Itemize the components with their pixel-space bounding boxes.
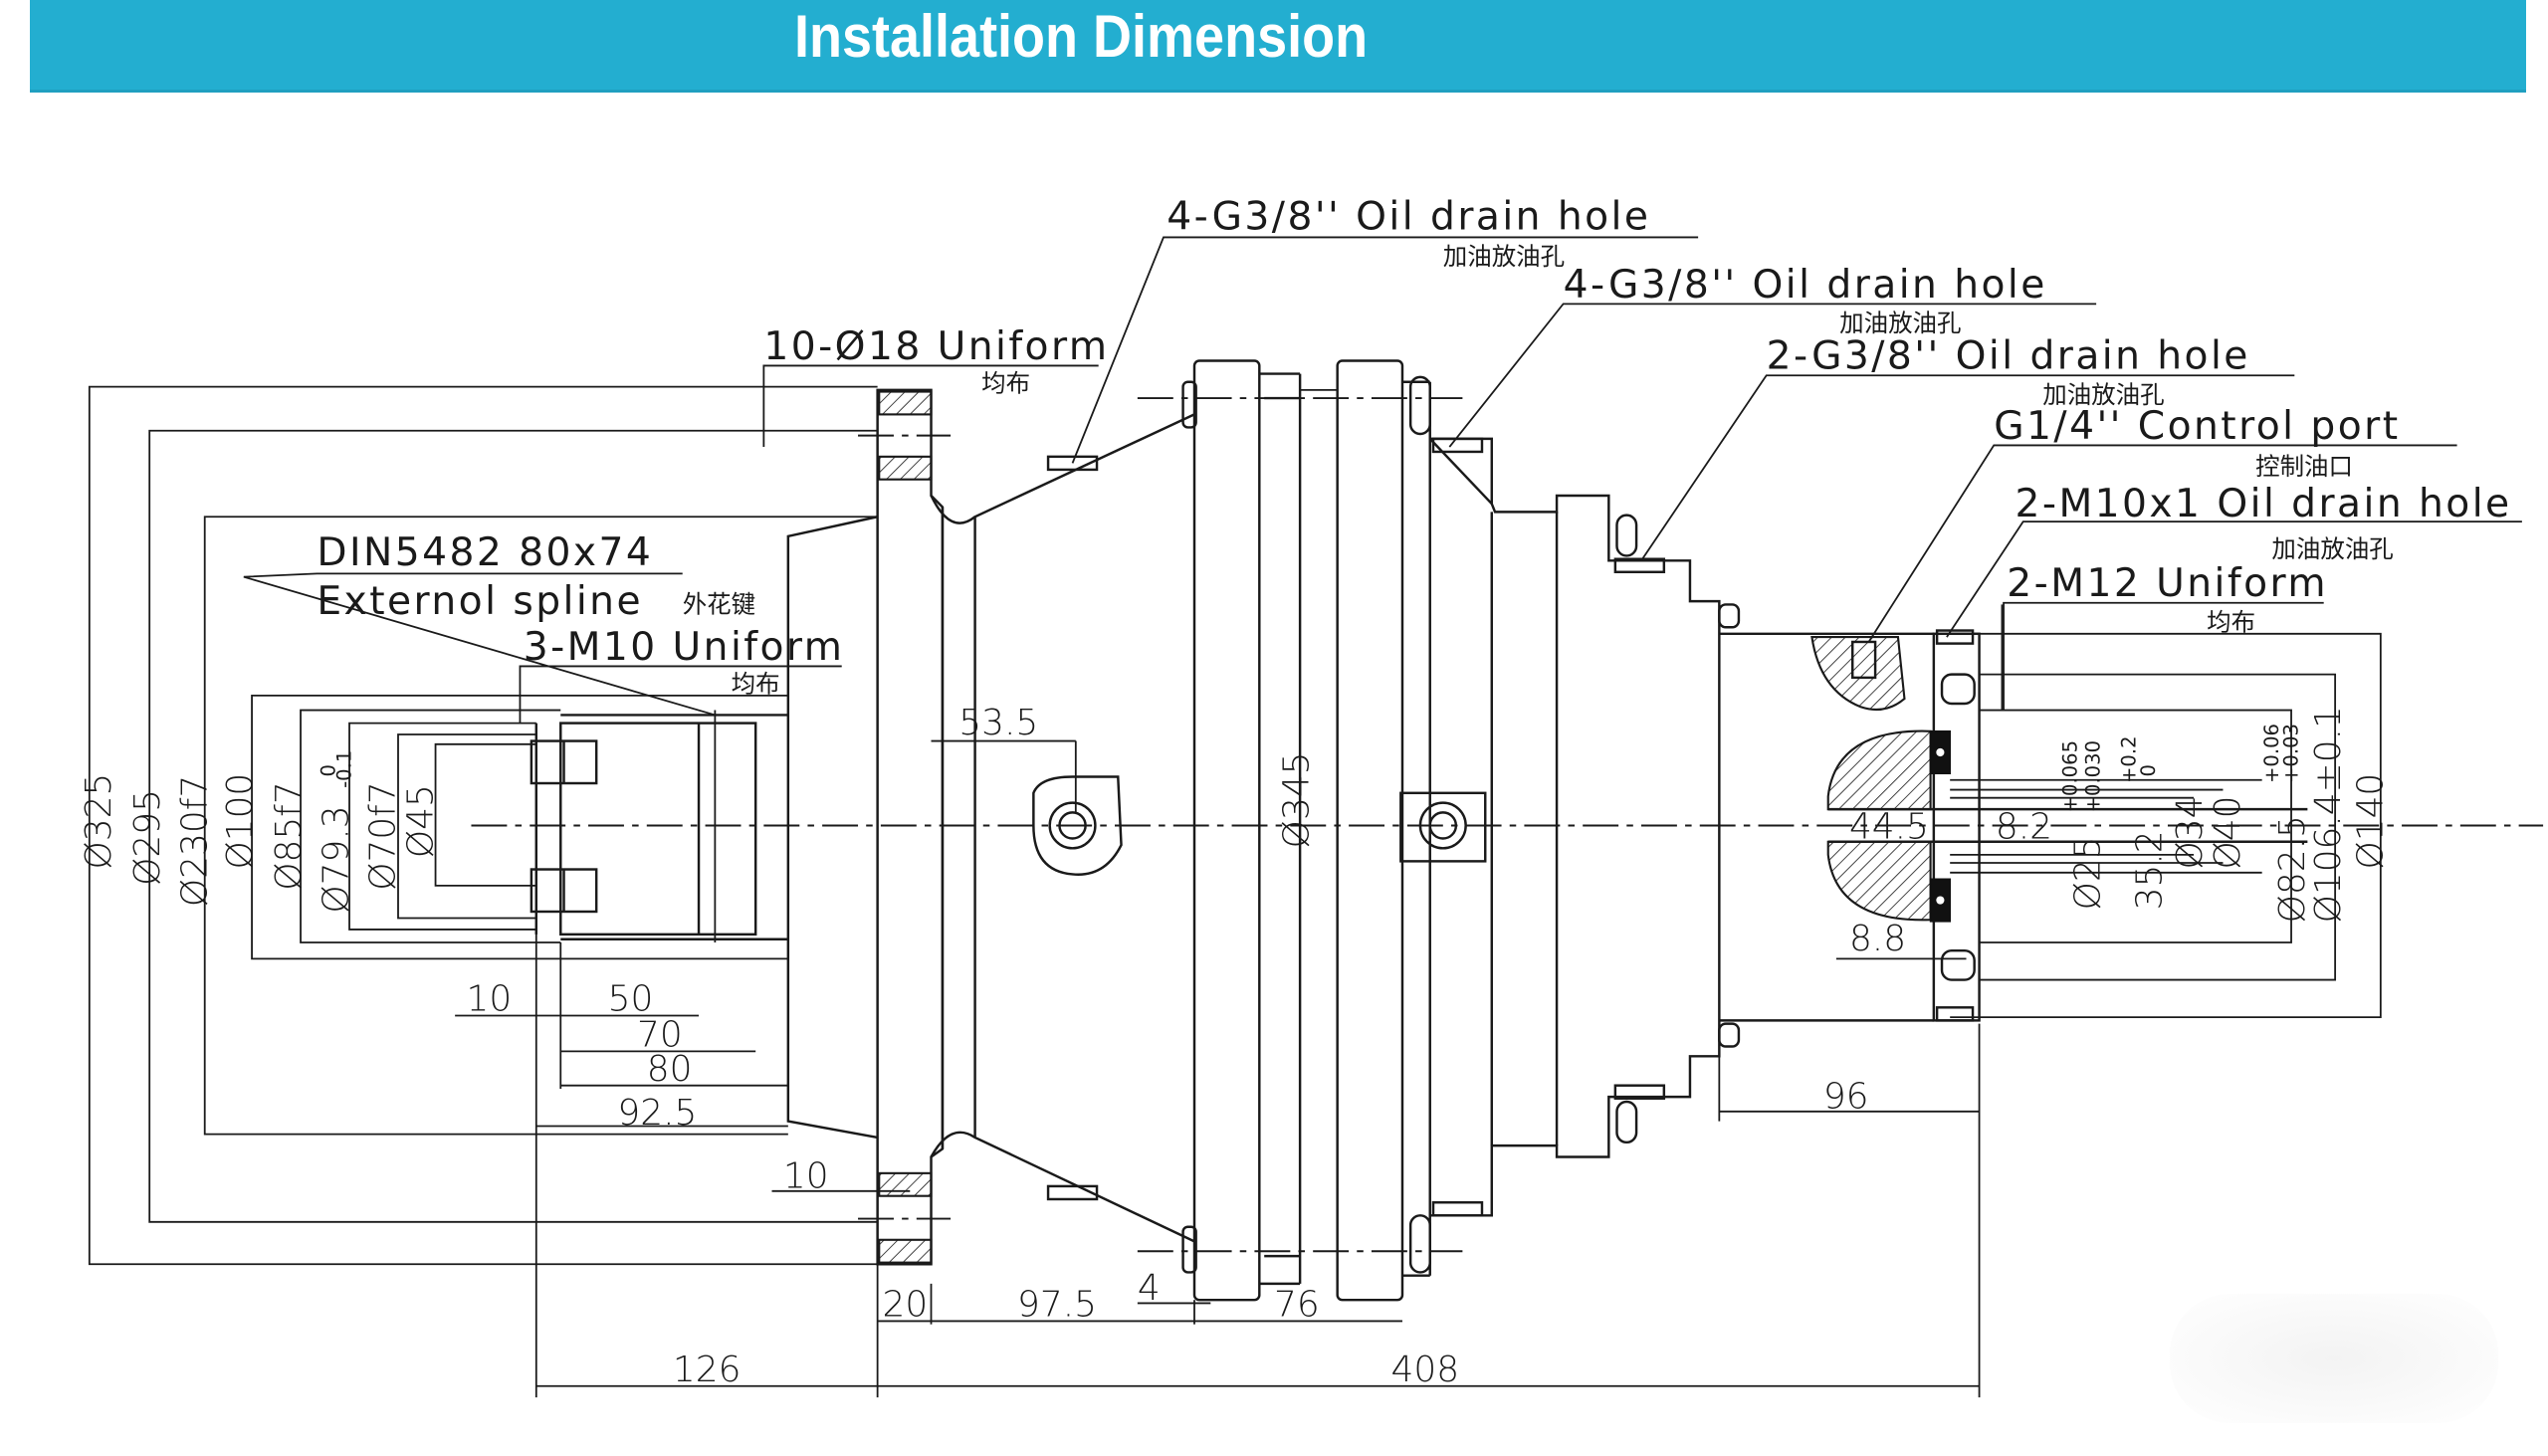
callout-m10-uniform: 3-M10 Uniform <box>524 625 845 670</box>
spline-spec-line1: DIN5482 80x74 <box>317 530 653 575</box>
callout-flange-holes: 10-Ø18 Uniform <box>763 324 1109 369</box>
leader-lines <box>243 236 2522 724</box>
dim-8-8: 8.8 <box>1849 919 1906 959</box>
mounting-flange <box>858 388 1195 1266</box>
dim-d79-3-tol-upper: 0 <box>317 764 339 776</box>
spline-spec-cn: 外花键 <box>683 590 755 619</box>
dim-53-5: 53.5 <box>958 703 1038 743</box>
dim-96: 96 <box>1823 1077 1869 1118</box>
dim-d25: Ø25 <box>2067 836 2108 910</box>
dim-d82-5-tol-lower: +0.03 <box>2280 724 2303 783</box>
dim-4: 4 <box>1138 1268 1161 1309</box>
callout-flange-holes-cn: 均布 <box>981 369 1030 398</box>
callout-drain-hole-3: 2-G3/8'' Oil drain hole <box>1767 334 2250 379</box>
callout-m12-uniform: 2-M12 Uniform <box>2007 561 2328 606</box>
motor-interface <box>1719 629 2308 1022</box>
dim-d34: Ø34 <box>2170 796 2211 870</box>
dim-126: 126 <box>673 1350 742 1390</box>
dim-d82-5: Ø82.5 <box>2272 815 2313 923</box>
callout-drain-hole-4-cn: 加油放油孔 <box>2271 534 2393 563</box>
dim-d25-tol-upper: +0.065 <box>2059 740 2082 812</box>
title-banner: Installation Dimension <box>30 0 2526 93</box>
dim-d85f7: Ø85f7 <box>269 781 310 890</box>
callout-m12-uniform-cn: 均布 <box>2207 608 2255 637</box>
dim-d40: Ø40 <box>2208 796 2248 870</box>
dim-35-2: 35.2 <box>2129 830 2170 910</box>
dim-50: 50 <box>608 979 654 1020</box>
dim-76: 76 <box>1274 1285 1320 1326</box>
callout-control-port-cn: 控制油口 <box>2255 452 2353 481</box>
dim-92-5: 92.5 <box>617 1093 697 1134</box>
dim-d100: Ø100 <box>220 773 261 870</box>
dim-d45: Ø45 <box>400 784 441 858</box>
dim-8-2: 8.2 <box>1996 807 2052 848</box>
dim-20: 20 <box>883 1285 929 1326</box>
dim-44-5: 44.5 <box>1849 807 1929 848</box>
left-diameter-dimensions <box>88 385 878 1266</box>
callout-drain-hole-1: 4-G3/8'' Oil drain hole <box>1167 194 1650 239</box>
callout-drain-hole-2-cn: 加油放油孔 <box>1839 309 1961 337</box>
dim-d325: Ø325 <box>79 773 119 870</box>
dim-d79-3-tol-lower: -0.1 <box>333 750 356 788</box>
dim-d345: Ø345 <box>1276 752 1317 849</box>
callout-m10-uniform-cn: 均布 <box>732 670 780 699</box>
callout-drain-hole-3-cn: 加油放油孔 <box>2042 380 2164 409</box>
dim-d82-5-tol-upper: +0.06 <box>2260 724 2283 783</box>
dim-35-2-tol-upper: +0.2 <box>2117 735 2140 783</box>
callout-drain-hole-1-cn: 加油放油孔 <box>1443 242 1565 271</box>
spline-shaft <box>530 516 878 1140</box>
watermark <box>2170 1294 2498 1423</box>
dim-10-lower: 10 <box>783 1156 829 1197</box>
dim-10-upper: 10 <box>467 979 513 1020</box>
dim-d79-3: Ø79.3 <box>316 805 356 913</box>
dim-d295: Ø295 <box>127 789 168 886</box>
bottom-dimensions <box>455 739 1981 1398</box>
dim-97-5: 97.5 <box>1017 1285 1097 1326</box>
callout-drain-hole-4: 2-M10x1 Oil drain hole <box>2015 482 2511 526</box>
dim-d106-4: Ø106.4±0.1 <box>2308 706 2349 923</box>
dim-d25-tol-lower: +0.030 <box>2081 740 2104 812</box>
dim-d70f7: Ø70f7 <box>363 781 404 890</box>
callout-control-port: G1/4'' Control port <box>1994 404 2400 449</box>
dim-35-2-tol-lower: 0 <box>2137 764 2160 776</box>
page-title: Installation Dimension <box>794 3 1369 70</box>
gear-housing <box>1032 359 1741 1302</box>
spline-spec-line2: Externol spline <box>317 579 643 624</box>
dim-70: 70 <box>637 1014 683 1055</box>
dim-d230f7: Ø230f7 <box>174 775 215 907</box>
dim-d140: Ø140 <box>2350 773 2391 870</box>
dim-408: 408 <box>1391 1350 1460 1390</box>
right-diameter-dimensions <box>1835 604 2382 1019</box>
callout-drain-hole-2: 4-G3/8'' Oil drain hole <box>1564 263 2047 308</box>
dim-80: 80 <box>647 1049 693 1090</box>
